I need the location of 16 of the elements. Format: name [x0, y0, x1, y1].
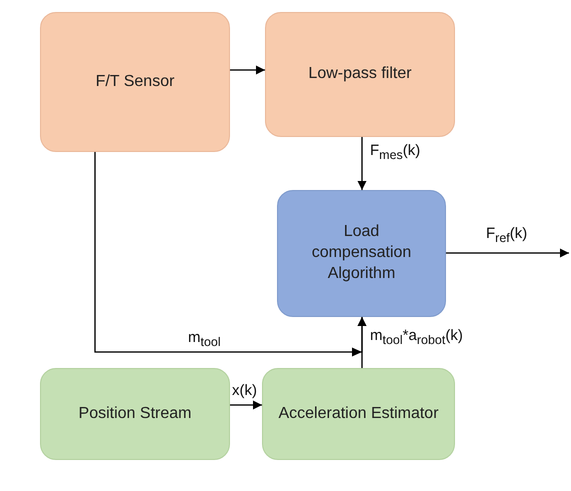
arrow	[446, 248, 569, 258]
process-box	[40, 368, 230, 460]
arrow	[357, 317, 367, 368]
box-label: Low-pass filter	[307, 64, 413, 84]
arrow	[230, 65, 265, 75]
box-label: Position Stream	[78, 404, 192, 424]
box-label: F/T Sensor	[94, 72, 176, 92]
box-label: Load compensation Algorithm	[310, 222, 412, 284]
edge-label: x(k)	[232, 383, 257, 400]
arrow	[230, 400, 262, 410]
process-box	[40, 12, 230, 152]
process-box	[262, 368, 455, 460]
process-box	[277, 190, 446, 317]
box-label: Acceleration Estimator	[277, 404, 440, 424]
arrow	[357, 137, 367, 190]
process-box	[265, 12, 455, 137]
